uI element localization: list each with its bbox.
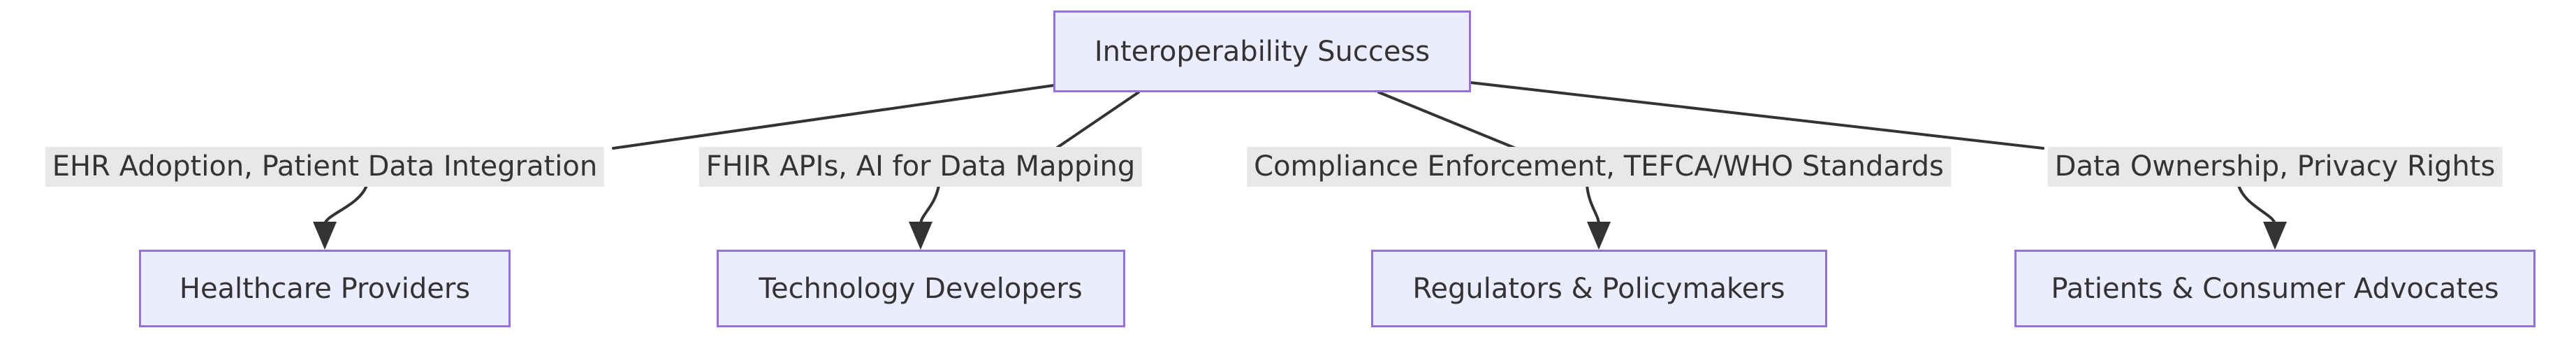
edge-label-data-ownership: Data Ownership, Privacy Rights xyxy=(2047,147,2503,187)
node-patients-consumer-advocates: Patients & Consumer Advocates xyxy=(2014,250,2535,327)
node-regulators-policymakers: Regulators & Policymakers xyxy=(1370,250,1827,327)
node-interoperability-success: Interoperability Success xyxy=(1053,10,1471,92)
edge-label-ehr-adoption: EHR Adoption, Patient Data Integration xyxy=(45,147,605,187)
node-technology-developers: Technology Developers xyxy=(716,250,1125,327)
node-healthcare-providers: Healthcare Providers xyxy=(139,250,511,327)
edge-label-fhir-apis: FHIR APIs, AI for Data Mapping xyxy=(698,147,1143,187)
edge-label-compliance-enforcement: Compliance Enforcement, TEFCA/WHO Standa… xyxy=(1247,147,1951,187)
